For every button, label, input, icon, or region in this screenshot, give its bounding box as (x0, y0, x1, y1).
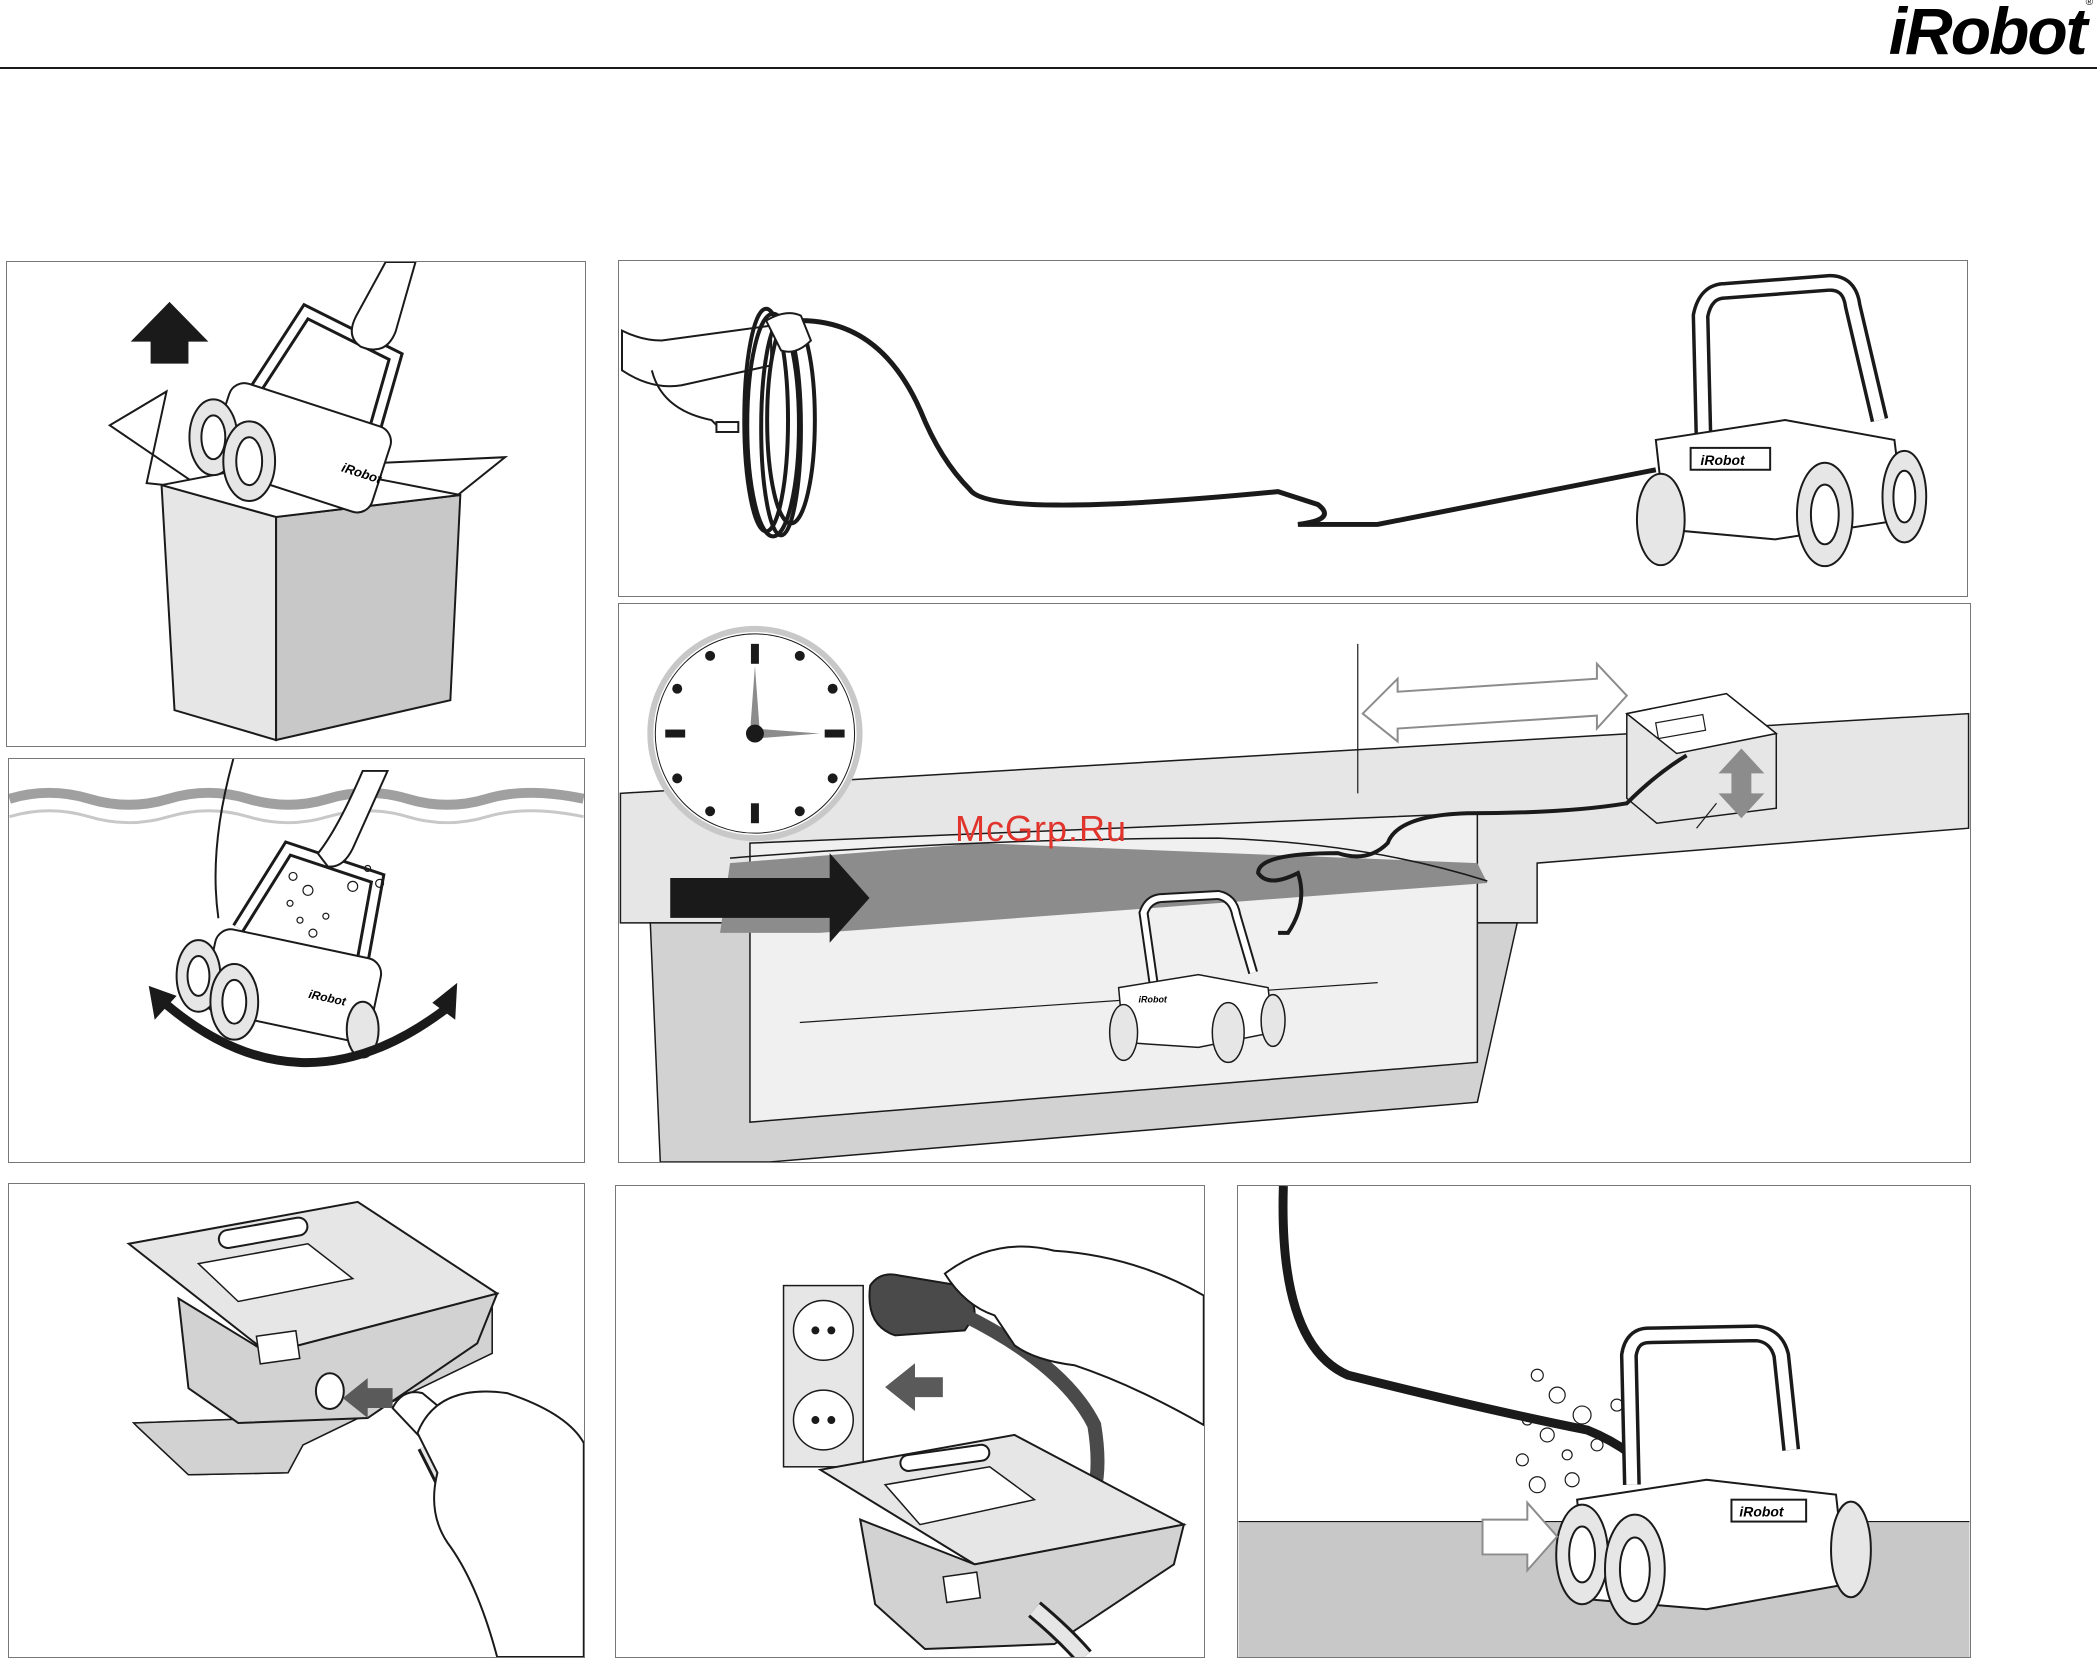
panel-plug-outlet (615, 1185, 1205, 1658)
hand (417, 1391, 583, 1657)
box-front (162, 485, 277, 740)
distance-arrow-icon (1363, 664, 1627, 742)
panel-connect-cable (8, 1183, 585, 1658)
robot-wheel (1110, 1005, 1138, 1061)
unbox-illustration: iRobot (7, 262, 585, 746)
header-rule (0, 67, 2097, 69)
hand (318, 771, 388, 867)
robot-wheel (1831, 1502, 1871, 1598)
watermark: McGrp.Ru (955, 808, 1127, 850)
panel-cable: iRobot (618, 260, 1968, 597)
robot-label: iRobot (1739, 1504, 1784, 1520)
panel-unbox: iRobot (6, 261, 586, 747)
box-side (276, 495, 460, 740)
tilt-illustration: iRobot (9, 759, 584, 1162)
robot-label: iRobot (1139, 995, 1168, 1005)
robot-handle (1629, 1333, 1791, 1484)
cable (1283, 1186, 1632, 1455)
brand-logo: iRobot® (1889, 0, 2091, 64)
clock-icon (650, 629, 859, 838)
cable-illustration: iRobot (619, 261, 1967, 596)
connector-port (316, 1373, 344, 1409)
robot-body (1119, 975, 1273, 1048)
connect-cable-illustration (9, 1184, 584, 1657)
robot-body (1656, 420, 1905, 539)
robot-label: iRobot (1701, 452, 1746, 468)
plug-in-arrow-icon (885, 1363, 943, 1411)
water-surface (9, 793, 583, 805)
robot-wheel (1261, 995, 1285, 1047)
plug-outlet-illustration (616, 1186, 1204, 1657)
cable (216, 759, 234, 918)
brand-logo-text: iRobot (1889, 0, 2086, 68)
pool-illustration: iRobot (619, 604, 1970, 1162)
robot-floor-illustration: iRobot (1238, 1186, 1970, 1657)
registered-mark: ® (2086, 0, 2091, 8)
panel-pool: iRobot (618, 603, 1971, 1163)
robot-wheel (1212, 1003, 1244, 1063)
panel-robot-floor: iRobot (1237, 1185, 1971, 1658)
cable (801, 321, 1656, 525)
panel-tilt: iRobot (8, 758, 585, 1163)
hand (352, 262, 416, 349)
up-arrow-icon (131, 302, 209, 364)
robot-wheel (1637, 474, 1685, 565)
